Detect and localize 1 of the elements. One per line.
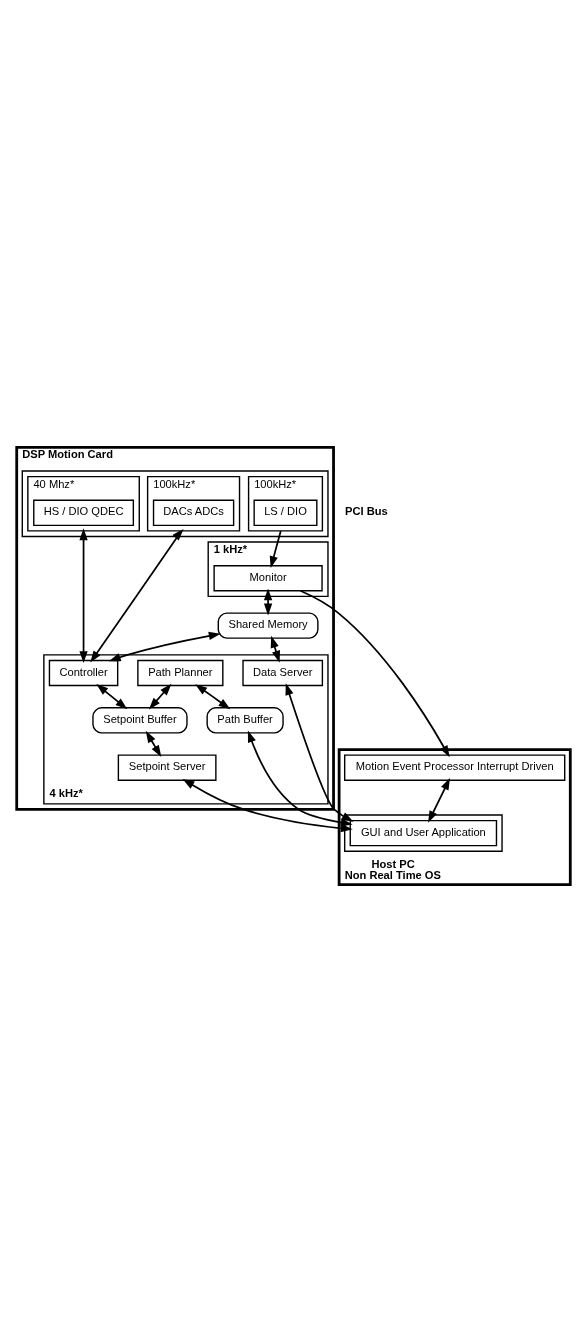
label: PCI Bus xyxy=(345,504,388,517)
